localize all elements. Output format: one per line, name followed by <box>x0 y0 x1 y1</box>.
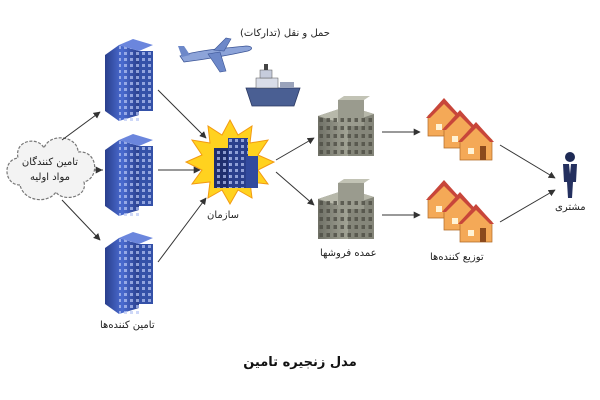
arrow-org-to-wholesaler-bottom <box>275 171 315 206</box>
supplier-building-bottom <box>105 232 153 314</box>
supplier-building-top <box>105 39 153 121</box>
raw-material-suppliers-cloud <box>6 137 96 201</box>
ship-icon <box>245 64 301 107</box>
arrow-distributor-bottom-to-customer <box>499 189 556 223</box>
supplier-building-middle <box>105 134 153 216</box>
customer-label: مشتری <box>555 202 586 213</box>
arrow-cloud-to-supplier-top <box>61 111 101 141</box>
arrow-supplier-top-to-org <box>157 89 207 139</box>
wholesaler-warehouse-top <box>318 96 374 156</box>
raw-material-suppliers-label: تامین کنندگان مواد اولیه <box>8 155 92 185</box>
arrow-cloud-to-supplier-bottom <box>61 199 101 241</box>
wholesalers-label: عمده فروشها <box>320 248 377 259</box>
suppliers-label: تامین کننده‌ها <box>100 320 155 331</box>
organization-label: سازمان <box>207 210 240 221</box>
customer-icon <box>563 152 577 198</box>
arrow-supplier-bottom-to-org <box>157 197 207 263</box>
diagram-caption: مدل زنجیره تامین <box>243 355 357 370</box>
flow-arrows <box>61 89 556 263</box>
distributors-label: توزیع کننده‌ها <box>430 252 484 263</box>
distributor-houses-top <box>426 98 494 161</box>
raw-material-suppliers-line1: تامین کنندگان <box>21 157 79 168</box>
arrow-org-to-wholesaler-top <box>275 137 315 161</box>
wholesaler-warehouse-bottom <box>318 179 374 239</box>
distributor-houses-bottom <box>426 180 494 243</box>
arrow-distributor-top-to-customer <box>499 144 556 179</box>
organization-icon <box>184 118 276 206</box>
transport-label: حمل و نقل (تدارکات) <box>240 28 330 39</box>
raw-material-suppliers-line2: مواد اولیه <box>30 172 70 183</box>
airplane-icon <box>178 37 252 73</box>
